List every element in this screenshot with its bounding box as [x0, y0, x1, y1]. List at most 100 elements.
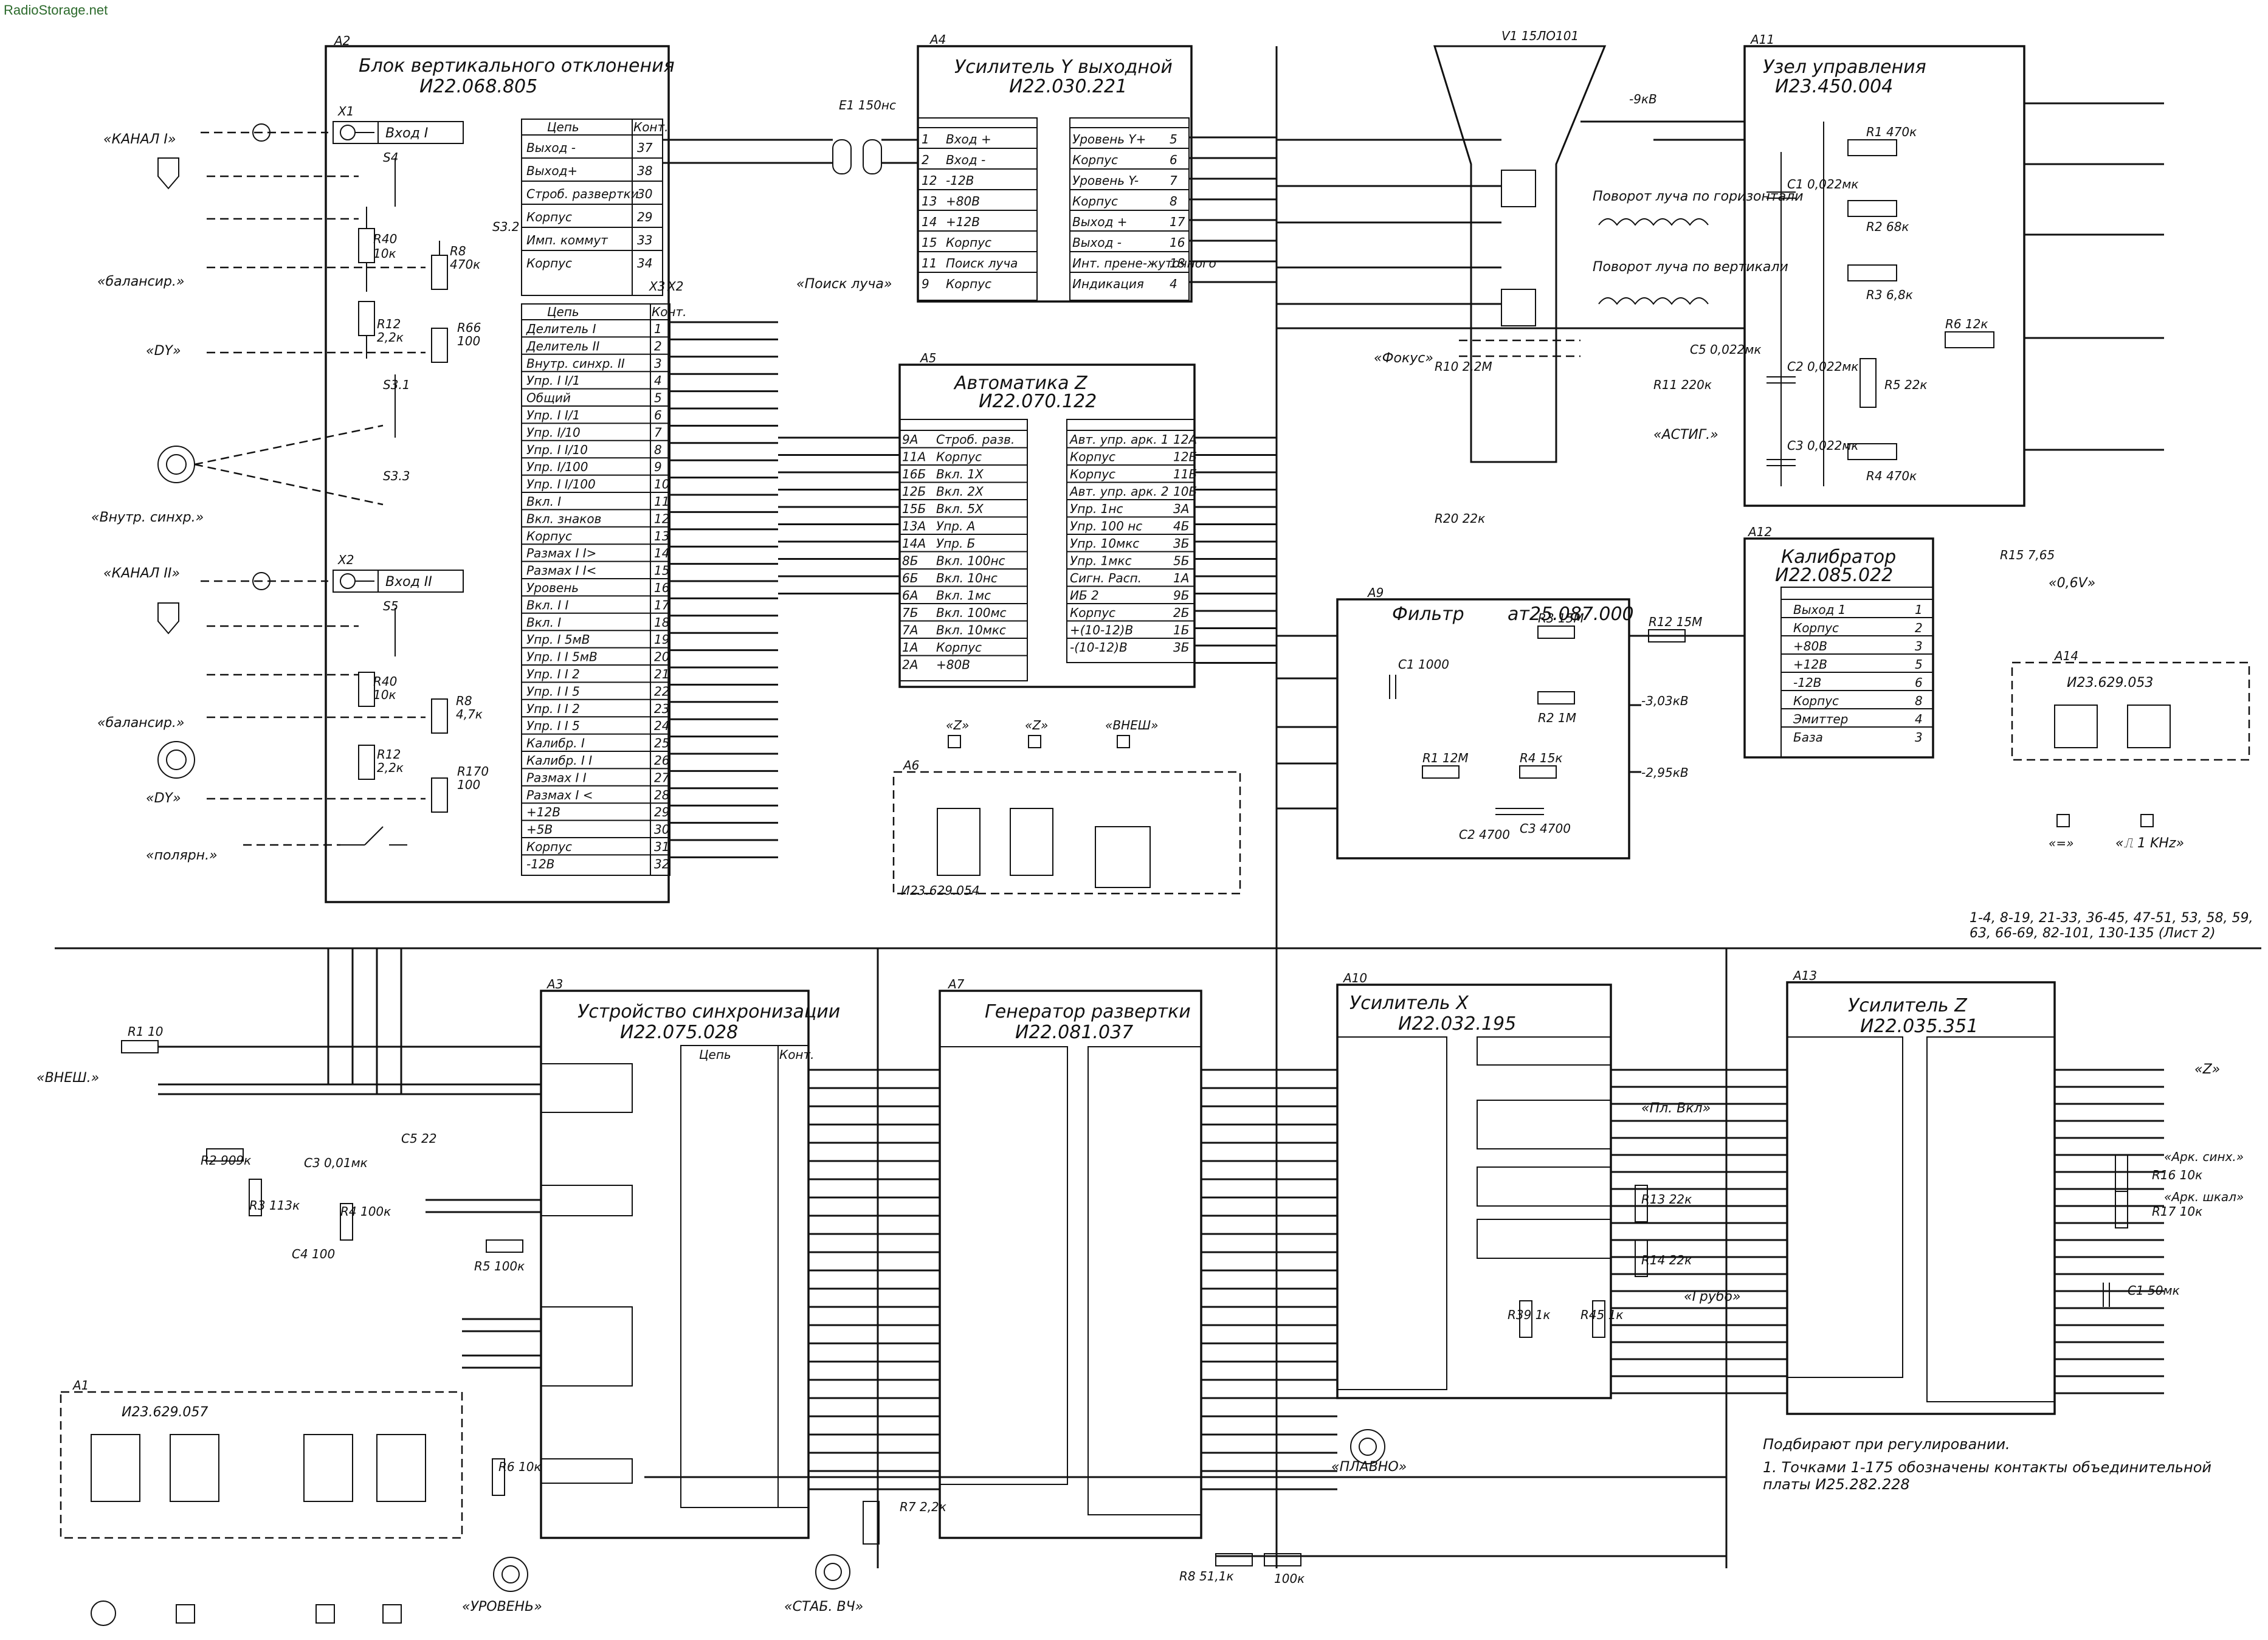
- a5-row-contact-right: 3Б: [1173, 536, 1189, 551]
- a2-bot-row-contact: 21: [654, 667, 669, 681]
- block-a12-title: Калибратор: [1781, 546, 1896, 568]
- a5-row-circuit-left: Корпус: [936, 450, 982, 464]
- a2-bot-row-circuit: Делитель II: [526, 339, 599, 353]
- a9-v303: -3,03кВ: [1641, 694, 1689, 708]
- a4-row-contact-left: 9: [922, 277, 929, 291]
- a11-r2: R2 68к: [1866, 219, 1909, 234]
- a4-row-contact-right: 16: [1170, 235, 1185, 250]
- a12-row-contact: 2: [1915, 621, 1923, 635]
- a2-bot-row-circuit: Упр. I/100: [526, 460, 588, 474]
- block-a6-code: И23.629.054: [901, 883, 979, 898]
- svg-text:10к: 10к: [373, 246, 396, 261]
- block-a14: A14 И23.629.053 «=» «⎍ 1 KHz»: [2011, 649, 2250, 851]
- a4-row-contact-right: 5: [1170, 132, 1177, 146]
- a2-bot-row-circuit: Упр. I I 2: [526, 667, 580, 681]
- block-a10-code: И22.032.195: [1398, 1013, 1516, 1035]
- svg-text:100: 100: [457, 334, 480, 348]
- a4-row-contact-left: 2: [922, 153, 929, 167]
- a2-bot-row-contact: 11: [654, 494, 669, 509]
- a2-bot-row-contact: 27: [654, 770, 670, 785]
- r7-label: R7 2,2к: [900, 1500, 946, 1514]
- a5-row-contact-right: 10Б: [1173, 484, 1197, 499]
- a4-row-contact-right: 6: [1170, 153, 1177, 167]
- block-a12-ref: A12: [1747, 525, 1772, 539]
- a2-bot-row-contact: 32: [654, 856, 669, 871]
- a2-bot-row-circuit: Корпус: [526, 839, 572, 854]
- a2-bot-row-contact: 22: [654, 684, 669, 698]
- a2-top-row-circuit: Корпус: [526, 210, 572, 224]
- a2-top-row-circuit: Имп. коммут: [526, 233, 608, 247]
- a2-bot-row-contact: 12: [654, 511, 669, 526]
- label-fokus: «Фокус»: [1374, 351, 1433, 366]
- block-a2: A2 Блок вертикального отклонения И22.068…: [325, 33, 687, 903]
- a5-row-contact-right: 11Б: [1173, 467, 1197, 481]
- svg-text:S3.2: S3.2: [492, 219, 520, 234]
- a5-row-circuit-right: Упр. 10мкс: [1070, 536, 1139, 551]
- a4-row-contact-left: 11: [922, 256, 937, 270]
- block-a11: A11 Узел управления И23.450.004 R1 470к …: [1743, 32, 2025, 507]
- label-dy-2: «DY»: [146, 791, 181, 806]
- svg-text:R66: R66: [457, 320, 481, 335]
- a11-r3: R3 6,8к: [1866, 288, 1913, 302]
- a2-bot-row-contact: 7: [654, 425, 662, 439]
- a9-r1: R1 12М: [1422, 751, 1469, 765]
- a2-bot-row-circuit: Упр. I I 5: [526, 718, 580, 733]
- a5-row-contact-right: 4Б: [1173, 519, 1189, 534]
- label-z-out: «Z»: [2194, 1062, 2220, 1077]
- a5-row-circuit-right: Корпус: [1070, 605, 1115, 620]
- a4-row-circuit-right: Уровень Y-: [1072, 173, 1139, 188]
- a2-bot-row-contact: 5: [654, 391, 662, 405]
- input-network: R1 10 R2 909к R3 113к C3 0,01мк R4 100к …: [121, 1024, 2202, 1586]
- a5-row-contact-left: 1А: [902, 640, 918, 655]
- a2-bot-row-circuit: +5В: [526, 822, 553, 837]
- a4-row-contact-left: 1: [922, 132, 929, 146]
- input-1-label: Вход I: [385, 126, 428, 141]
- a5-row-contact-left: 6А: [902, 588, 918, 603]
- a2-bot-row-circuit: Упр. I I/1: [526, 408, 580, 422]
- a1-r6: R6 10к: [498, 1459, 542, 1474]
- a12-row-contact: 1: [1915, 602, 1923, 617]
- a2-bot-row-contact: 25: [654, 736, 669, 751]
- a2-bot-row-contact: 10: [654, 477, 669, 492]
- label-uroven: «УРОВЕНЬ»: [462, 1599, 542, 1614]
- a2-bot-row-circuit: Калибр. I I: [526, 753, 592, 768]
- a2-bot-row-circuit: Упр. I I/1: [526, 373, 580, 388]
- a2-bot-row-circuit: Вкл. I: [526, 494, 561, 509]
- a2-bot-row-contact: 26: [654, 753, 669, 768]
- a2-bot-row-contact: 23: [654, 701, 669, 716]
- a5-row-circuit-right: Авт. упр. арк. 2: [1069, 484, 1169, 499]
- a5-row-contact-left: 8Б: [902, 554, 918, 568]
- a5-row-contact-left: 15Б: [902, 501, 926, 516]
- a6-z1: «Z»: [946, 718, 969, 732]
- r11-label: R11 220к: [1653, 377, 1712, 392]
- a5-row-circuit-left: Вкл. 1Х: [936, 467, 984, 481]
- block-a3-ref: A3: [546, 977, 563, 991]
- a12-row-contact: 4: [1915, 712, 1923, 726]
- a5-row-circuit-left: Вкл. 5Х: [936, 501, 984, 516]
- a2-bot-row-contact: 18: [654, 615, 669, 630]
- svg-text:R8: R8: [450, 244, 466, 258]
- a5-row-contact-left: 2А: [902, 658, 918, 672]
- a5-row-circuit-left: Вкл. 10нс: [936, 571, 998, 585]
- a5-row-circuit-right: -(10-12)В: [1070, 640, 1128, 655]
- a2-bot-row-circuit: Размах I I>: [526, 546, 596, 560]
- a2-bot-row-contact: 24: [654, 718, 669, 733]
- svg-text:R12: R12: [377, 747, 401, 762]
- a2-bot-row-circuit: Калибр. I: [526, 736, 585, 751]
- label-dy-1: «DY»: [146, 343, 181, 359]
- a2-bot-row-contact: 28: [654, 788, 669, 802]
- a5-row-circuit-right: Авт. упр. арк. 1: [1069, 432, 1169, 447]
- crt-label: V1 15ЛО101: [1501, 29, 1579, 43]
- block-a7-ref: A7: [947, 977, 965, 991]
- a12-row-contact: 8: [1915, 694, 1923, 708]
- block-a3: A3 Устройство синхронизации И22.075.028 …: [540, 977, 840, 1539]
- a2-bot-row-circuit: Вкл. I I: [526, 598, 569, 612]
- a11-r5: R5 22к: [1884, 377, 1928, 392]
- svg-text:X2: X2: [667, 279, 683, 294]
- block-a11-code: И23.450.004: [1775, 76, 1893, 97]
- r20-label: R20 22к: [1435, 511, 1485, 526]
- a12-row-contact: 3: [1915, 730, 1923, 745]
- watermark: RadioStorage.net: [4, 2, 108, 18]
- a5-row-circuit-left: Вкл. 2Х: [936, 484, 984, 499]
- a12-row-circuit: -12В: [1793, 675, 1821, 690]
